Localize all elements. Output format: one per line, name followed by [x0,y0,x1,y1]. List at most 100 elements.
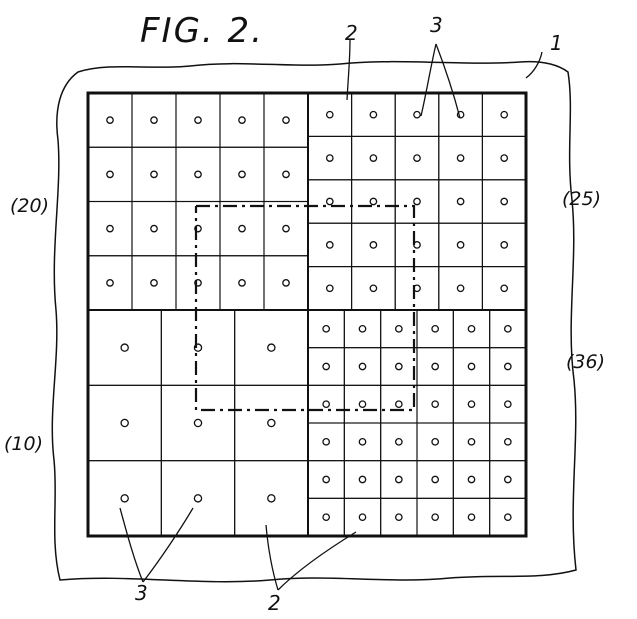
cell-dot [120,418,129,428]
cell-dot [282,279,290,287]
label-grid-36: (36) [566,351,605,373]
cell-dot [106,170,114,179]
grid-cell [351,135,396,181]
grid-cell [343,384,382,424]
cell-dot [394,324,403,333]
grid-cell [351,92,396,137]
grid-cell [307,422,345,462]
cell-dot [467,513,476,522]
grid-cell [489,497,527,537]
region-10 [87,309,309,537]
grid-cell [438,222,483,268]
cell-dot [194,279,202,287]
grid-cell [87,200,133,257]
cell-dot [369,110,378,119]
grid-cell [416,422,454,462]
grid-cell [263,255,309,311]
cell-dot [503,513,512,522]
cell-dot [322,513,331,522]
cell-dot [503,400,512,409]
grid-cell [219,92,265,148]
grid-cell [481,179,527,224]
cell-dot [150,224,158,233]
cell-dot [322,475,331,484]
label-grid-20: (20) [10,195,49,217]
grid-cell [87,384,162,462]
grid-cell [234,309,309,386]
cell-dot [325,197,334,206]
cell-dot [325,284,334,293]
label-grid-10: (10) [4,433,43,455]
cell-dot [500,241,509,249]
grid-cell [307,222,353,268]
grid-cell [380,422,418,462]
cell-dot [106,224,114,233]
cell-dot [150,116,158,124]
cell-dot [394,362,403,371]
grid-cell [263,200,309,257]
cell-dot [500,154,509,162]
cell-dot [369,284,378,293]
cell-dot [267,494,276,503]
label-segment-top: 2 [345,21,358,45]
cell-dot [106,279,114,287]
label-substrate: 1 [550,31,563,55]
cell-dot [394,400,403,409]
grid-cell [416,497,454,537]
leader-lines [119,39,543,591]
cell-dot [413,197,421,206]
grid-cell [351,179,396,224]
grid-cell [307,347,345,386]
cell-dot [325,154,334,162]
cell-dot [120,343,129,352]
cell-dot [358,513,367,522]
grid-cell [416,384,454,424]
grid-cell [452,384,491,424]
grid-cell [219,146,265,203]
cell-dot [194,224,202,233]
grid-cell [307,135,353,181]
region-36 [307,309,527,537]
cell-dot [358,324,367,333]
grid-cell [481,266,527,311]
cell-dot [467,475,476,484]
grid-cell [263,146,309,203]
region-20 [87,92,309,311]
grid-cell [452,497,491,537]
cell-dot [413,154,421,162]
cell-dot [358,475,367,484]
grid-cell [452,309,491,349]
grid-cell [175,146,221,203]
grid-cell [438,92,483,137]
cell-dot [503,324,512,333]
cell-dot [150,279,158,287]
grid-cell [416,309,454,349]
grid-cell [160,309,236,386]
cell-dot [358,362,367,371]
grid-cell [343,347,382,386]
grid-cell [489,347,527,386]
grid-cell [307,92,353,137]
grid-cell [307,497,345,537]
cell-dot [503,437,512,446]
grid-cell [438,179,483,224]
grid-cell [343,460,382,499]
cell-dot [394,513,403,522]
grid-cell [131,200,177,257]
grid-cell [307,309,345,349]
cell-grid [87,92,527,537]
cell-dot [456,154,465,162]
cell-dot [322,324,331,333]
grid-cell [87,309,162,386]
grid-cell [219,200,265,257]
grid-cell [351,222,396,268]
grid-cell [489,309,527,349]
cell-dot [358,437,367,446]
grid-cell [307,179,353,224]
cell-dot [325,110,334,119]
grid-cell [380,497,418,537]
grid-cell [343,497,382,537]
cell-dot [322,400,331,409]
